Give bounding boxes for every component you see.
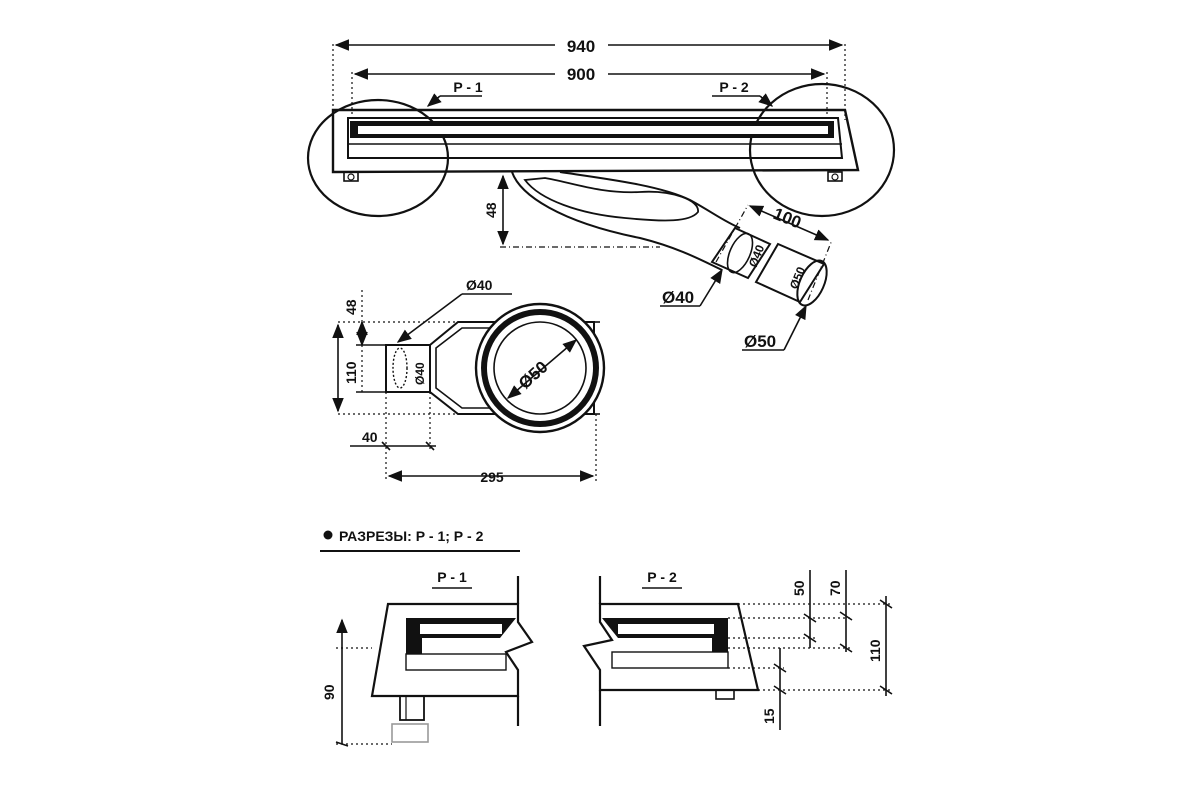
plan-dim-40-label: 40 [362, 429, 378, 445]
foot-left [343, 171, 359, 182]
sections-heading-group: РАЗРЕЗЫ: Р - 1; Р - 2 [320, 528, 520, 552]
section-p1-title: Р - 1 [437, 569, 467, 585]
plan-drain-ring-inner [493, 321, 587, 415]
outlet-d50-label: Ø50 [744, 332, 776, 351]
section-p2-title: Р - 2 [647, 569, 677, 585]
sections-heading: РАЗРЕЗЫ: Р - 1; Р - 2 [339, 528, 484, 544]
section-p1-leg [399, 695, 425, 721]
section-p2-body [582, 602, 760, 692]
ext-line-100-right [807, 239, 833, 301]
dim-940-label: 940 [567, 37, 595, 56]
dim-110-tick-top [879, 599, 893, 609]
dim-15-label: 15 [761, 708, 777, 724]
plan-dim-40-tick-right [425, 441, 435, 451]
dim-90-tick [335, 741, 349, 747]
plan-pipe-d40-face [392, 347, 408, 389]
dim-90-label: 90 [321, 684, 337, 700]
pipe-d40-small-label: Ø40 [746, 243, 768, 270]
foot-right [827, 171, 843, 182]
section-p2-grate-slot [618, 624, 714, 634]
pipe-d50-small-label: Ø50 [787, 265, 809, 292]
dim-100-arrow [748, 205, 830, 241]
dim-50-tick-bottom [803, 633, 817, 643]
section-p1-leg-extension [391, 723, 429, 743]
plan-d40-label: Ø40 [466, 277, 493, 293]
dim-50-tick-top [803, 613, 817, 623]
section-p1-grate-slot [420, 624, 502, 634]
section-p2: Р - 2 50 70 110 15 [582, 569, 893, 730]
plan-drain-ring-thick [481, 309, 599, 427]
plan-d50-arrow [506, 339, 578, 399]
plan-leader-d40-arrow [396, 293, 463, 343]
section-p2-foot [715, 689, 735, 700]
dim-70-label: 70 [827, 580, 843, 596]
dim-70-tick-top [839, 611, 853, 621]
bullet-icon [323, 530, 333, 540]
plan-dim-40-tick-left [381, 441, 391, 451]
plan-dim-110-label: 110 [343, 361, 359, 384]
dim-15-tick-bottom [773, 685, 787, 695]
grate-slot-light [358, 126, 828, 134]
outlet-d40-label: Ø40 [662, 288, 694, 307]
section-p1: Р - 1 90 [321, 569, 534, 747]
section-p1-grate-frame [406, 618, 516, 654]
ext-line-100-left [715, 204, 749, 263]
channel-body [331, 108, 860, 174]
section-marker-p2: P - 2 [719, 79, 749, 95]
outlet-lower-edge [511, 171, 723, 271]
leader-d40-arrow [699, 268, 723, 307]
plan-pipe-d40 [385, 344, 431, 393]
dim-50-label: 50 [791, 580, 807, 596]
section-p1-grate-base [405, 653, 507, 671]
dim-900-label: 900 [567, 65, 595, 84]
plan-d40-inner-label: Ø40 [413, 362, 427, 385]
section-marker-p1: P - 1 [453, 79, 483, 95]
outlet-cup [523, 177, 699, 222]
dim-110-tick-bottom [879, 685, 893, 695]
leader-d50-arrow [783, 304, 807, 351]
section-p1-body [370, 602, 534, 698]
pipe-d50 [754, 242, 826, 304]
pipe-d40-face [726, 232, 754, 274]
section-p2-grate-base [611, 651, 729, 669]
dim-70-tick-bottom [839, 643, 853, 653]
section-p1-arrow [426, 93, 442, 107]
channel-top-view: 940 900 P - 1 P - 2 Ø4 [306, 37, 896, 351]
plan-dim-48-label: 48 [343, 299, 359, 315]
outlet-plan-view: Ø50 Ø40 Ø40 48 110 40 295 [332, 277, 606, 485]
plan-dim-295-label: 295 [480, 469, 504, 485]
dim-110-label: 110 [867, 639, 883, 662]
section-p2-grate-frame [602, 618, 728, 652]
dim-48-label: 48 [483, 202, 499, 218]
foot-left-bolt [347, 173, 355, 181]
detail-circle-right [748, 82, 896, 218]
foot-right-bolt [831, 173, 839, 181]
dim-15-tick-top [773, 663, 787, 673]
